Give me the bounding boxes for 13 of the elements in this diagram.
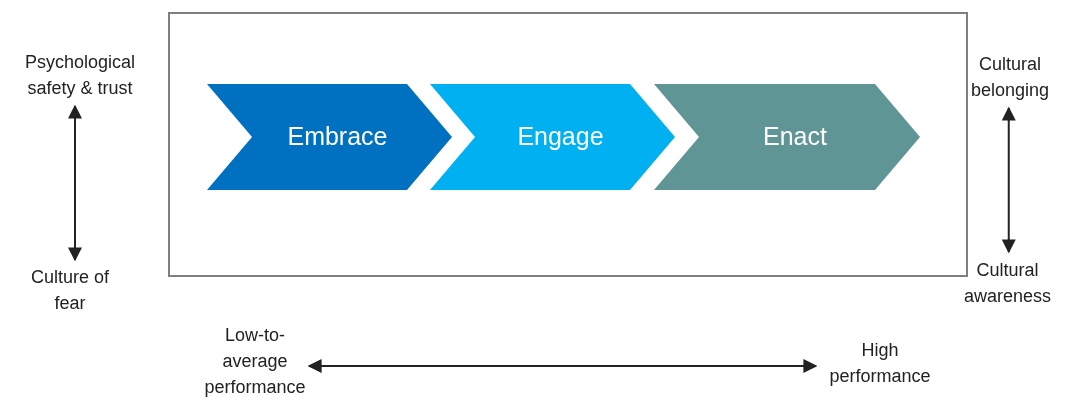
axis-label: High performance: [828, 339, 932, 388]
step-label: Enact: [762, 121, 827, 153]
step-label: Engage: [516, 121, 604, 153]
axis-label: Psychological safety & trust: [23, 51, 137, 100]
axis-label: Culture of fear: [29, 266, 110, 315]
frame-box: [168, 12, 968, 277]
step-label: Embrace: [286, 121, 388, 153]
axis-label: Cultural awareness: [962, 259, 1052, 308]
double-arrow: [307, 359, 818, 373]
double-arrow: [1001, 106, 1016, 254]
double-arrow: [68, 104, 82, 262]
axis-label: Cultural belonging: [969, 53, 1051, 102]
axis-label: Low-to-average performance: [204, 324, 306, 399]
